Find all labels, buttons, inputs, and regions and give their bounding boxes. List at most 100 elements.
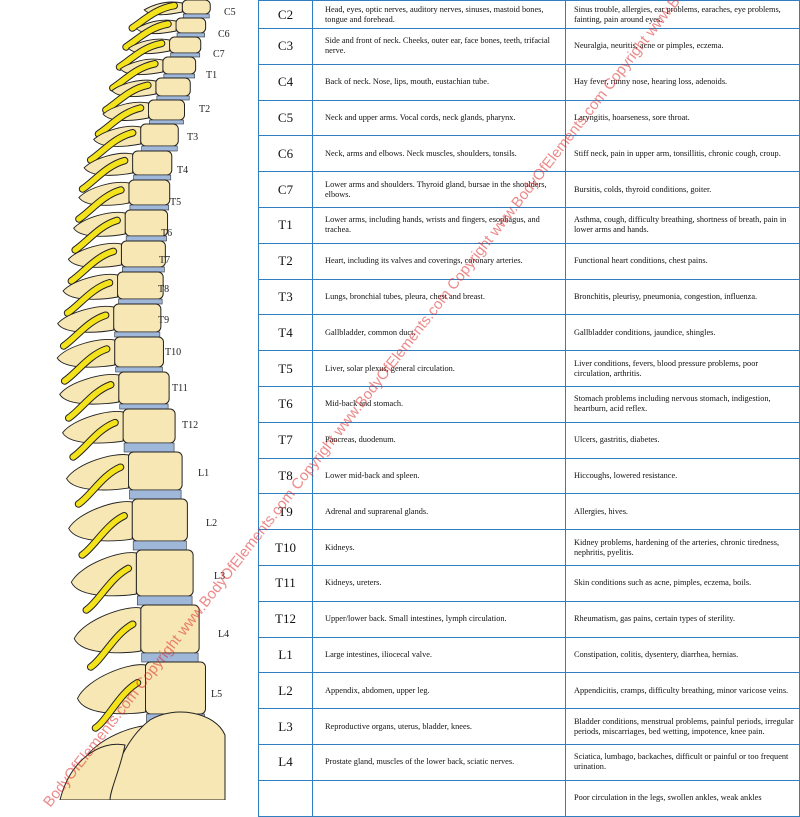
level-cell: T1 [258, 206, 313, 244]
nerve-root [76, 187, 124, 222]
nerve-root [68, 248, 117, 284]
vertebra-body [140, 604, 200, 654]
areas-cell [312, 779, 566, 817]
vertebra-label: T6 [161, 228, 172, 239]
spinous-process [76, 664, 146, 715]
vertebra-body [128, 179, 171, 206]
areas-cell: Large intestines, iliocecal valve. [312, 636, 566, 674]
nerve-root [123, 21, 171, 50]
vertebra-label: T8 [158, 284, 169, 295]
vertebra-label: C7 [213, 49, 225, 60]
vertebra-body [118, 371, 170, 405]
level-cell: L3 [258, 708, 313, 745]
vertebra-label: T11 [172, 383, 188, 394]
vertebral-column [56, 0, 226, 800]
intervertebral-disc [141, 145, 178, 152]
vertebra-label: T10 [165, 347, 181, 358]
vertebra-body [169, 36, 202, 54]
nerve-root [61, 346, 110, 384]
effects-cell: Bursitis, colds, thyroid conditions, goi… [565, 171, 800, 208]
effects-cell: Stiff neck, pain in upper arm, tonsillit… [565, 135, 800, 173]
vertebra-label: T4 [177, 165, 188, 176]
vertebra-body [175, 17, 207, 34]
vertebra-body [122, 408, 176, 444]
vertebra-body [144, 661, 206, 715]
areas-cell: Neck, arms and elbows. Neck muscles, sho… [312, 135, 566, 173]
effects-cell: Kidney problems, hardening of the arteri… [565, 529, 800, 566]
vertebra-label: L1 [198, 468, 209, 479]
vertebra-body [113, 303, 162, 333]
intervertebral-disc [156, 95, 190, 101]
vertebra-body [114, 336, 164, 368]
level-cell: T11 [258, 564, 313, 602]
level-cell: L1 [258, 636, 313, 674]
vertebra-label: T1 [206, 70, 217, 81]
level-cell: C4 [258, 63, 313, 101]
effects-cell: Laryngitis, hoarseness, sore throat. [565, 99, 800, 137]
spinous-process [59, 374, 120, 405]
areas-cell: Upper/lower back. Small intestines, lymp… [312, 600, 566, 638]
intervertebral-disc [133, 174, 172, 181]
areas-cell: Appendix, abdomen, upper leg. [312, 672, 566, 710]
vertebra-label: T12 [182, 420, 198, 431]
level-cell: L2 [258, 672, 313, 710]
spinous-process [56, 338, 116, 368]
level-cell: C7 [258, 171, 313, 208]
vertebra-body [140, 123, 179, 147]
level-cell: T2 [258, 242, 313, 280]
effects-cell: Asthma, cough, difficulty breathing, sho… [565, 206, 800, 244]
effects-cell: Appendicitis, cramps, difficulty breathi… [565, 672, 800, 710]
vertebra-label: L2 [206, 518, 217, 529]
intervertebral-disc [129, 204, 170, 211]
spinous-process [70, 552, 137, 597]
vertebra-body [155, 77, 191, 97]
vertebra-label: C5 [224, 7, 236, 18]
vertebra-label: T7 [159, 255, 170, 266]
spinous-process [62, 273, 118, 300]
intervertebral-disc [136, 595, 193, 606]
level-cell: C3 [258, 28, 313, 65]
nerve-root [87, 130, 136, 163]
vertebra-body [128, 451, 183, 491]
level-cell [258, 779, 313, 817]
effects-cell: Hay fever, runny nose, hearing loss, ade… [565, 63, 800, 101]
nerve-root [75, 464, 124, 507]
nerve-root [60, 312, 109, 349]
vertebra-body [131, 498, 188, 542]
level-cell: T8 [258, 457, 313, 495]
nerve-root [103, 82, 151, 113]
level-cell: L4 [258, 743, 313, 781]
areas-cell: Lower arms and shoulders. Thyroid gland,… [312, 171, 566, 208]
level-cell: C2 [258, 0, 313, 29]
spinous-process [68, 501, 133, 542]
nerve-root [79, 513, 127, 558]
effects-cell: Allergies, hives. [565, 493, 800, 531]
intervertebral-disc [182, 13, 210, 19]
level-cell: T4 [258, 314, 313, 352]
areas-cell: Kidneys, ureters. [312, 564, 566, 602]
vertebra-labels: C5C6C7T1T2T3T4T5T6T7T8T9T10T11T12L1L2L3L… [158, 7, 236, 700]
areas-cell: Liver, solar plexus, general circulation… [312, 350, 566, 387]
table-row: Poor circulation in the legs, swollen an… [258, 779, 800, 817]
nerve-root [87, 621, 136, 670]
spinous-process [57, 305, 115, 333]
intervertebral-disc [114, 331, 161, 338]
effects-cell: Bronchitis, pleurisy, pneumonia, congest… [565, 278, 800, 316]
areas-cell: Head, eyes, optic nerves, auditory nerve… [312, 0, 566, 29]
nerve-root [65, 382, 114, 421]
vertebra-body [181, 0, 211, 15]
vertebra-label: T9 [158, 315, 169, 326]
vertebra-body [162, 56, 197, 75]
effects-cell: Ulcers, gastritis, diabetes. [565, 421, 800, 459]
spinous-process [65, 454, 129, 491]
